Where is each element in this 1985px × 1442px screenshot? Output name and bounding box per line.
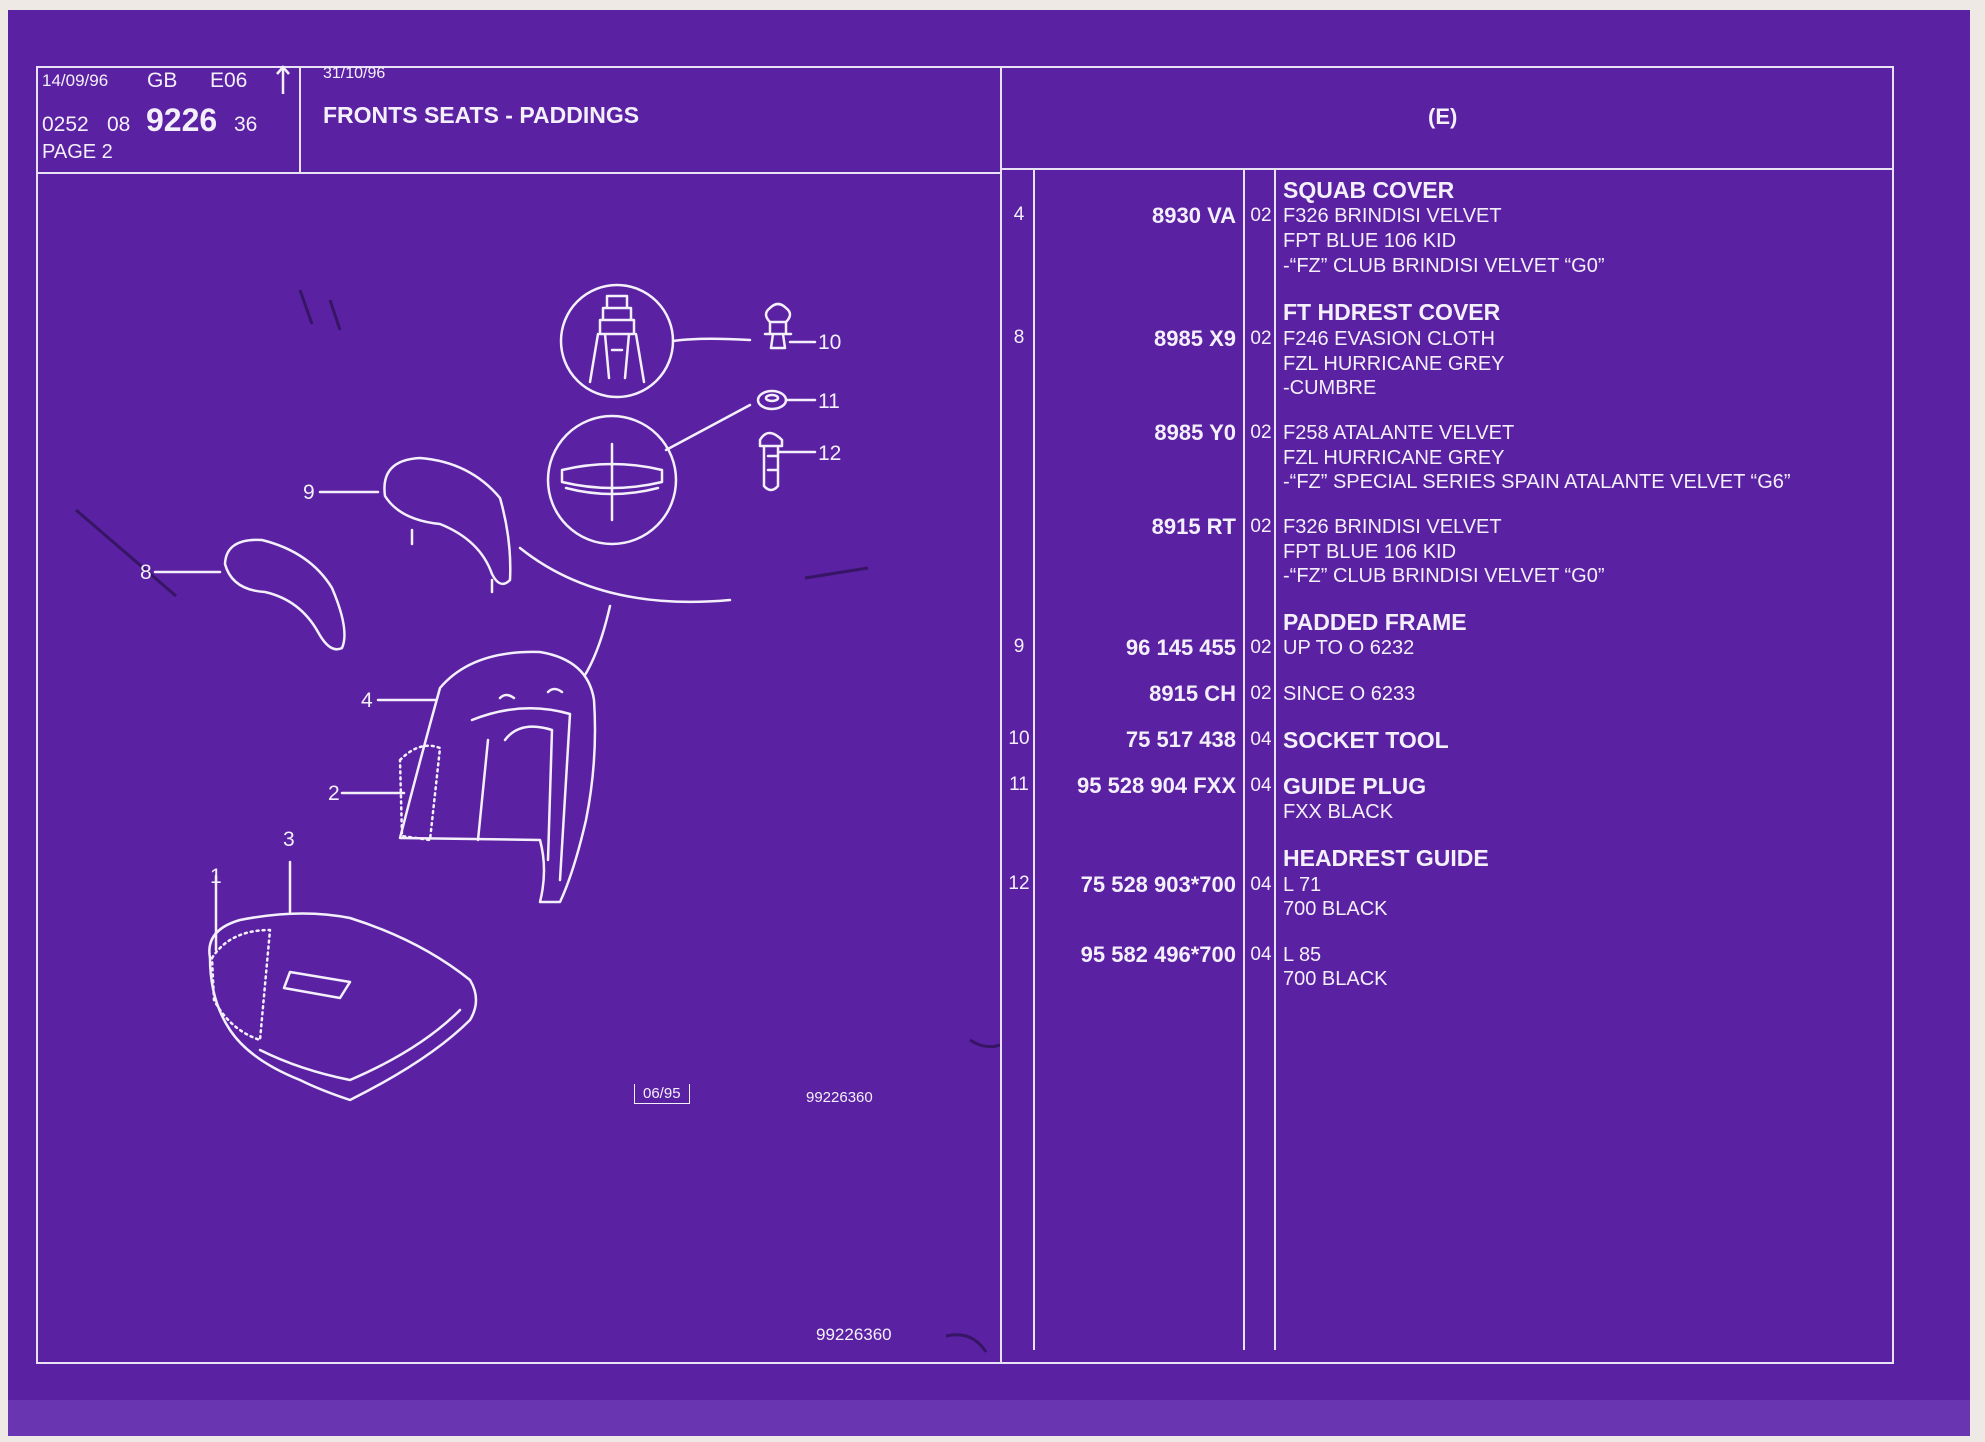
callout-1: 1 <box>210 865 222 888</box>
page-title: FRONTS SEATS - PADDINGS <box>323 102 640 128</box>
header-date-2: 31/10/96 <box>323 65 386 82</box>
header-date-1: 14/09/96 <box>42 71 109 90</box>
backrest-cover-outline <box>398 650 597 904</box>
cushion-fabric-panel <box>210 928 272 1042</box>
part-desc-line: FPT BLUE 106 KID <box>1283 230 1457 252</box>
header-rule-left <box>36 172 1002 174</box>
header-edition: E06 <box>210 69 248 92</box>
part-qty: 02 <box>1250 683 1272 704</box>
part-desc-line: FPT BLUE 106 KID <box>1283 541 1457 563</box>
part-qty: 04 <box>1250 729 1272 750</box>
qty-column-divider <box>1274 170 1276 1350</box>
part-heading: GUIDE PLUG <box>1283 773 1427 799</box>
part-heading: SQUAB COVER <box>1283 177 1455 203</box>
part-desc-line: SINCE O 6233 <box>1283 683 1416 705</box>
header-rule-right <box>1002 168 1894 170</box>
part-desc-line: 700 BLACK <box>1283 898 1388 920</box>
part-heading: HEADREST GUIDE <box>1283 845 1489 871</box>
part-ref: 9 <box>1013 636 1025 657</box>
part-desc-line: F326 BRINDISI VELVET <box>1283 516 1502 538</box>
header-language: GB <box>147 69 178 92</box>
part-12-guide-icon <box>758 431 817 492</box>
part-ref: 12 <box>1008 873 1030 894</box>
up-arrow-icon <box>276 65 290 94</box>
part-heading: PADDED FRAME <box>1283 609 1467 635</box>
partno-column-divider <box>1243 170 1245 1350</box>
part-number: 8915 RT <box>1151 514 1236 539</box>
part-number: 75 528 903*700 <box>1080 872 1236 897</box>
part-desc-line: -“FZ” CLUB BRINDISI VELVET “G0” <box>1283 565 1605 587</box>
part-desc-line: F258 ATALANTE VELVET <box>1283 422 1515 444</box>
part-number: 96 145 455 <box>1125 635 1236 660</box>
assembly-arc <box>518 546 732 604</box>
seat-cushion-outline <box>208 912 478 1102</box>
part-qty: 02 <box>1250 422 1272 443</box>
socket-tool-detail-circle <box>559 283 675 399</box>
callout-11: 11 <box>818 390 840 413</box>
backrest-fabric-panel <box>398 744 442 842</box>
part-desc-line: 700 BLACK <box>1283 968 1388 990</box>
guide-plug-detail-circle <box>546 414 678 546</box>
part-number: 95 582 496*700 <box>1080 942 1236 967</box>
exploded-seat-diagram <box>75 283 1000 1353</box>
part-ref: 8 <box>1013 327 1025 348</box>
part-number: 75 517 438 <box>1125 727 1236 752</box>
headrest-9-outline <box>383 456 512 594</box>
part-qty: 02 <box>1250 205 1272 226</box>
guide-plug-icon <box>560 442 664 522</box>
header-code-a: 0252 <box>42 113 89 136</box>
column-label: (E) <box>1428 104 1458 129</box>
part-desc-line: L 85 <box>1283 944 1322 966</box>
bottom-ref-number: 99226360 <box>816 1325 892 1344</box>
main-divider <box>1000 66 1002 1364</box>
callout-10: 10 <box>818 331 842 354</box>
part-desc-line: F326 BRINDISI VELVET <box>1283 205 1502 227</box>
part-ref: 10 <box>1008 728 1030 749</box>
part-10-socket-icon <box>763 302 793 350</box>
part-number: 95 528 904 FXX <box>1076 773 1236 798</box>
part-qty: 02 <box>1250 328 1272 349</box>
sheet-bottom-edge <box>8 1400 1970 1436</box>
callout-9: 9 <box>303 481 315 504</box>
part-qty: 02 <box>1250 516 1272 537</box>
part-qty: 04 <box>1250 775 1272 796</box>
socket-tool-icon <box>588 294 646 384</box>
header-page: PAGE 2 <box>42 141 113 163</box>
part-qty: 02 <box>1250 637 1272 658</box>
part-desc-line: FZL HURRICANE GREY <box>1283 447 1505 469</box>
part-number: 8985 Y0 <box>1154 420 1236 445</box>
part-heading: FT HDREST COVER <box>1283 299 1501 325</box>
part-number: 8915 CH <box>1149 681 1236 706</box>
header-divider <box>299 66 301 172</box>
part-desc-line: FZL HURRICANE GREY <box>1283 353 1505 375</box>
callout-8: 8 <box>140 561 152 584</box>
callout-3: 3 <box>283 828 295 851</box>
header-code-b: 08 <box>107 113 131 136</box>
sheet-frame <box>36 66 1894 1364</box>
part-ref: 4 <box>1013 204 1025 225</box>
callout-12: 12 <box>818 442 842 465</box>
part-desc-line: FXX BLACK <box>1283 801 1394 823</box>
drawing-ref-number: 99226360 <box>806 1089 873 1106</box>
part-desc-line: -“FZ” SPECIAL SERIES SPAIN ATALANTE VELV… <box>1283 471 1791 493</box>
part-desc-line: -CUMBRE <box>1283 377 1377 399</box>
part-desc-line: -“FZ” CLUB BRINDISI VELVET “G0” <box>1283 255 1605 277</box>
callout-4: 4 <box>361 689 373 712</box>
part-qty: 04 <box>1250 874 1272 895</box>
part-desc-line: L 71 <box>1283 874 1322 896</box>
header-code-main: 9226 <box>146 102 218 138</box>
part-number: 8930 VA <box>1152 203 1236 228</box>
part-heading: SOCKET TOOL <box>1283 727 1449 753</box>
callout-2: 2 <box>328 782 340 805</box>
part-desc-line: F246 EVASION CLOTH <box>1283 328 1495 350</box>
part-desc-line: UP TO O 6232 <box>1283 637 1415 659</box>
part-ref: 11 <box>1009 774 1029 795</box>
header-code-c: 36 <box>234 113 258 136</box>
headrest-8-outline <box>223 538 346 651</box>
part-qty: 04 <box>1250 944 1272 965</box>
part-number: 8985 X9 <box>1154 326 1236 351</box>
ref-column-divider <box>1033 170 1035 1350</box>
drawing-date-box: 06/95 <box>634 1084 690 1104</box>
parts-sheet <box>8 10 1970 1402</box>
